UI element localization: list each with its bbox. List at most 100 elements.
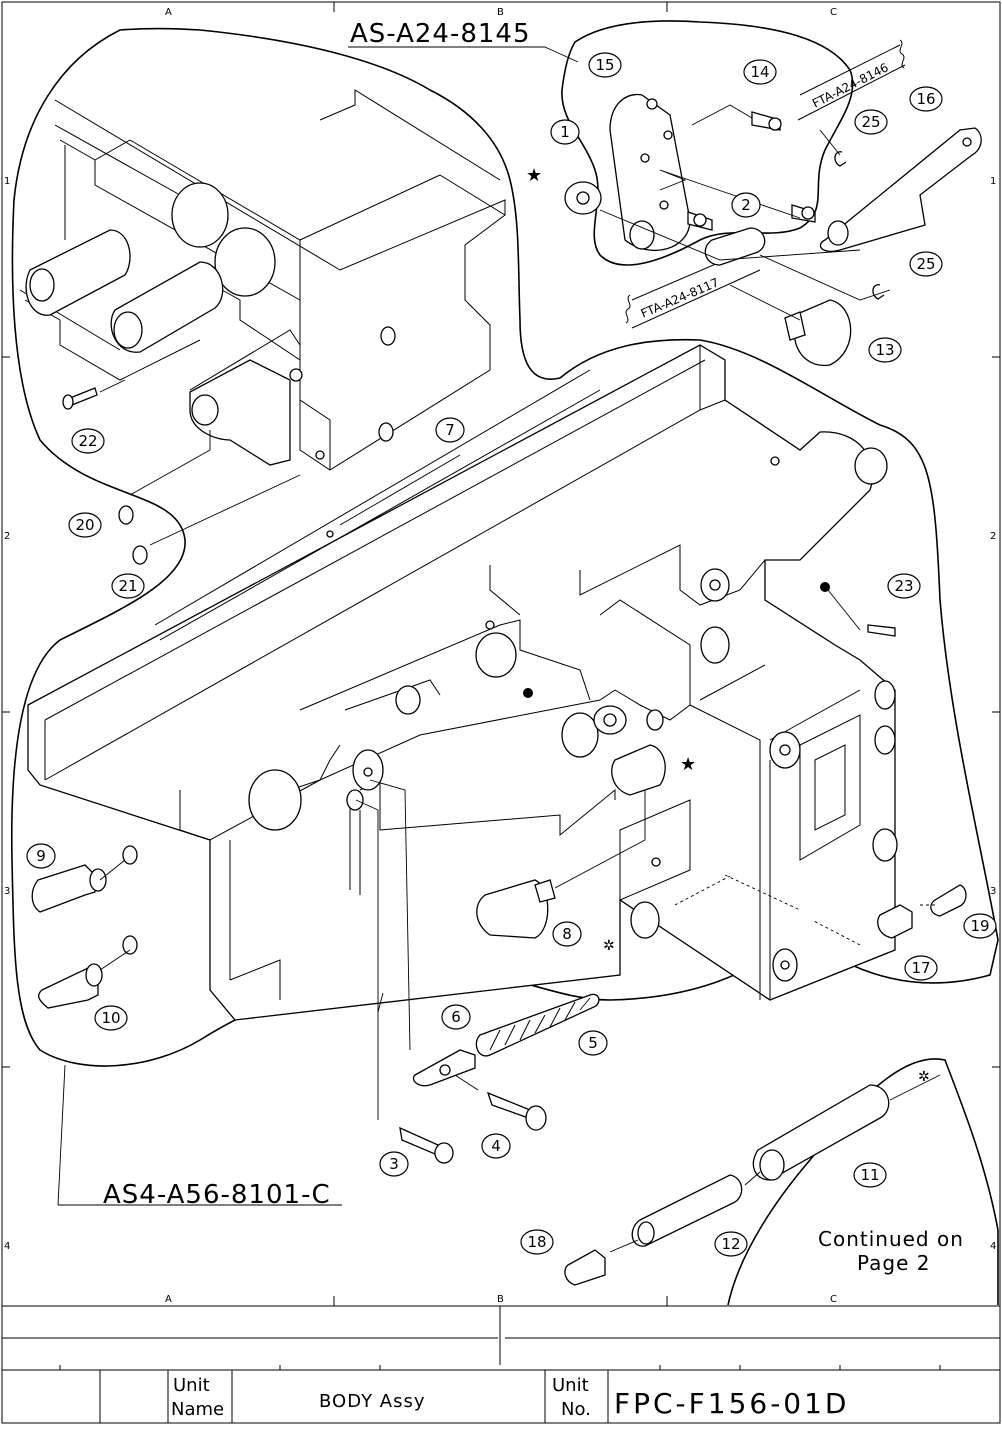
svg-text:11: 11	[860, 1166, 879, 1184]
sub-assembly-label-bottom: FTA-A24-8117	[639, 275, 721, 320]
body-lug-d	[873, 829, 897, 861]
callout-2: 2	[732, 193, 760, 217]
zone-col-c-top: C	[830, 7, 837, 18]
zone-row-3-left: 3	[4, 886, 10, 897]
sub-assembly-fta-8146: FTA-A24-8146	[798, 40, 905, 120]
sub-assembly-label-top: FTA-A24-8146	[810, 60, 891, 110]
callout-25-bottom: 25	[910, 252, 942, 276]
unit-no-value: FPC-F156-01D	[614, 1387, 850, 1420]
callout-18: 18	[521, 1230, 553, 1254]
title-block-lines	[2, 1306, 1000, 1423]
callout-17: 17	[905, 956, 937, 980]
continued-note-line1: Continued on	[818, 1227, 964, 1251]
callout-5: 5	[579, 1031, 607, 1055]
assembly-label-top: AS-A24-8145	[350, 19, 531, 49]
part-21-setscrew	[133, 546, 147, 564]
callout-21: 21	[112, 574, 144, 598]
body-pivot-lower	[701, 627, 729, 663]
callout-16: 16	[910, 87, 942, 111]
part-15-hole-c	[641, 154, 649, 162]
svg-text:3: 3	[389, 1155, 399, 1173]
callout-3: 3	[380, 1152, 408, 1176]
upper-shaft-a-end	[30, 269, 54, 301]
upper-boss	[215, 228, 275, 296]
part-3-screw-head	[435, 1143, 453, 1163]
part-12-tube-end	[638, 1222, 654, 1244]
svg-text:19: 19	[970, 917, 989, 935]
part-9-plug	[32, 865, 95, 912]
svg-text:4: 4	[491, 1137, 501, 1155]
svg-text:2: 2	[741, 196, 751, 214]
zone-col-a-bottom: A	[165, 1294, 172, 1305]
body-hole-small	[652, 858, 660, 866]
svg-text:9: 9	[36, 847, 46, 865]
svg-text:17: 17	[911, 959, 930, 977]
part-1-washer-hole	[577, 192, 589, 204]
callout-20: 20	[69, 513, 101, 537]
callout-15: 15	[589, 53, 621, 77]
zone-row-1-left: 1	[4, 176, 10, 187]
body-boss-top-right	[855, 448, 887, 484]
unit-no-label-2: No.	[561, 1399, 591, 1420]
part-16-boss	[828, 221, 848, 245]
part-14-stud-head	[769, 118, 781, 130]
part-4-screw-head	[526, 1106, 546, 1130]
svg-text:10: 10	[101, 1009, 120, 1027]
part-25-clip-bottom	[873, 285, 884, 299]
part-19-tube	[931, 885, 966, 916]
callout-13: 13	[869, 338, 901, 362]
svg-text:21: 21	[118, 577, 137, 595]
body-hole-top-c	[771, 457, 779, 465]
body-lug-a-hole	[780, 745, 790, 755]
svg-text:8: 8	[562, 925, 572, 943]
callout-4: 4	[482, 1134, 510, 1158]
assembly-leader-top	[545, 47, 578, 62]
svg-text:14: 14	[750, 63, 769, 81]
body-lug-b	[875, 681, 895, 709]
part-22-pin	[70, 388, 97, 405]
svg-text:6: 6	[451, 1008, 461, 1026]
svg-text:13: 13	[875, 341, 894, 359]
body-lug-c	[875, 726, 895, 754]
star-marker-4: ✲	[918, 1069, 930, 1085]
zone-row-2-right: 2	[990, 531, 996, 542]
svg-text:7: 7	[445, 421, 455, 439]
part-15-hole-d	[660, 201, 668, 209]
svg-text:25: 25	[861, 113, 880, 131]
upper-hole-c	[381, 327, 395, 345]
callout-6: 6	[442, 1005, 470, 1029]
body-washer-right-hole	[604, 714, 616, 726]
callout-1: 1	[551, 120, 579, 144]
zone-col-b-bottom: B	[497, 1294, 504, 1305]
upper-hole-a	[290, 369, 302, 381]
zone-row-3-right: 3	[990, 886, 996, 897]
zone-row-4-left: 4	[4, 1241, 10, 1252]
part-2-stud-b-head	[694, 214, 706, 226]
part-15-hole-e	[630, 221, 654, 249]
svg-text:5: 5	[588, 1034, 598, 1052]
part-20-setscrew	[119, 506, 133, 524]
part-6-lever-hole	[440, 1065, 450, 1075]
unit-name-label-2: Name	[171, 1399, 224, 1420]
part-18-fitting	[565, 1250, 605, 1285]
assembly-label-bottom: AS4-A56-8101-C	[103, 1180, 331, 1210]
upper-shaft-end	[172, 183, 228, 247]
body-hole-top-a	[486, 621, 494, 629]
part-22-pin-head	[63, 395, 73, 409]
svg-text:22: 22	[78, 432, 97, 450]
zone-row-1-right: 1	[990, 176, 996, 187]
zone-row-4-right: 4	[990, 1241, 996, 1252]
body-boss-right	[562, 713, 598, 757]
part-16-hole	[963, 138, 971, 146]
main-body-housing	[28, 345, 895, 1020]
body-hole-8	[631, 902, 659, 938]
zone-col-c-bottom: C	[830, 1294, 837, 1305]
part-2-stud-a-head	[802, 207, 814, 219]
unit-name-value: BODY Assy	[319, 1391, 426, 1412]
part-15-hole-a	[647, 99, 657, 109]
continued-note-line2: Page 2	[857, 1251, 931, 1275]
star-marker-3: ✲	[603, 938, 615, 954]
upper-hole-d	[379, 423, 393, 441]
